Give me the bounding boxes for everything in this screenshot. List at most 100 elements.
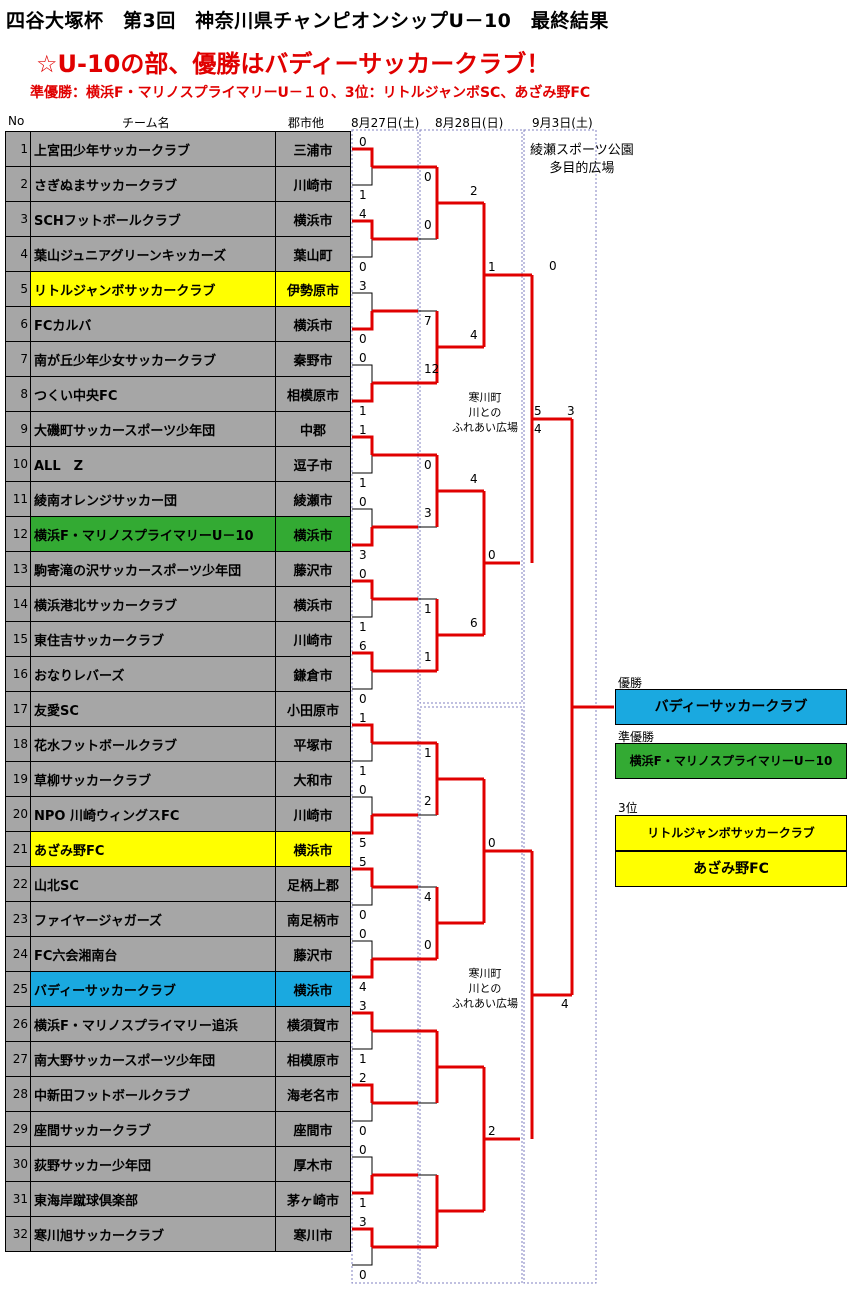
r1-score: 1 — [359, 404, 367, 418]
r1-line — [352, 1247, 373, 1266]
venue-lower-line1: 寒川町 — [468, 967, 502, 980]
header-day3: 9月3日(土) — [532, 116, 593, 130]
team-number: 19 — [5, 761, 31, 797]
team-name: 横浜港北サッカークラブ — [30, 586, 276, 622]
r1-line — [352, 292, 373, 311]
r1-score: 0 — [359, 332, 367, 346]
r1-score: 1 — [359, 764, 367, 778]
team-name: さぎぬまサッカークラブ — [30, 166, 276, 202]
r1-line — [352, 815, 374, 835]
team-city: 鎌倉市 — [275, 656, 351, 692]
team-number: 4 — [5, 236, 31, 272]
r1-line — [352, 651, 374, 671]
team-number: 24 — [5, 936, 31, 972]
team-name: 横浜F・マリノスプライマリーU－10 — [30, 516, 276, 552]
r1-line — [352, 579, 374, 599]
r1-score: 5 — [359, 855, 367, 869]
r2-score: 1 — [424, 650, 432, 664]
r1-line — [352, 435, 374, 455]
r1-line — [352, 167, 373, 186]
sf-score: 2 — [488, 1124, 496, 1138]
r1-line — [352, 147, 374, 167]
header-day2: 8月28日(日) — [435, 116, 504, 130]
team-city: 横浜市 — [275, 831, 351, 867]
r2-score: 4 — [424, 890, 432, 904]
header-team: チーム名 — [122, 116, 170, 130]
r1-line — [352, 219, 374, 239]
r1-score: 3 — [359, 548, 367, 562]
team-number: 18 — [5, 726, 31, 762]
r2-score: 0 — [424, 938, 432, 952]
r1-score: 0 — [359, 783, 367, 797]
team-city: 横浜市 — [275, 201, 351, 237]
r1-line — [352, 311, 374, 331]
team-name: バディーサッカークラブ — [30, 971, 276, 1007]
r1-score: 1 — [359, 1196, 367, 1210]
team-number: 27 — [5, 1041, 31, 1077]
team-name: ファイヤージャガーズ — [30, 901, 276, 937]
r1-score: 0 — [359, 495, 367, 509]
team-number: 1 — [5, 131, 31, 167]
r1-line — [352, 364, 373, 383]
third-box-1: リトルジャンボサッカークラブ — [615, 815, 847, 851]
r1-line — [352, 940, 373, 959]
team-name: SCHフットボールクラブ — [30, 201, 276, 237]
venue-upper-line2: 川との — [468, 406, 502, 419]
team-city: 南足柄市 — [275, 901, 351, 937]
team-name: 葉山ジュニアグリーンキッカーズ — [30, 236, 276, 272]
r2-score: 0 — [424, 218, 432, 232]
r2-score: 12 — [424, 362, 440, 376]
r1-score: 1 — [359, 711, 367, 725]
team-city: 茅ヶ崎市 — [275, 1181, 351, 1217]
team-name: 東海岸蹴球倶楽部 — [30, 1181, 276, 1217]
qf-score: 6 — [470, 616, 478, 630]
team-city: 横浜市 — [275, 516, 351, 552]
venue-upper-line1: 寒川町 — [468, 391, 502, 404]
venue-frame — [419, 129, 523, 704]
r1-score: 0 — [359, 1143, 367, 1157]
r1-score: 1 — [359, 476, 367, 490]
team-name: 南が丘少年少女サッカークラブ — [30, 341, 276, 377]
team-city: 厚木市 — [275, 1146, 351, 1182]
team-number: 21 — [5, 831, 31, 867]
team-city: 相模原市 — [275, 1041, 351, 1077]
r1-score: 1 — [359, 423, 367, 437]
team-number: 20 — [5, 796, 31, 832]
header-day1: 8月27日(土) — [351, 116, 420, 130]
venue-frame — [351, 129, 419, 1284]
runner-up-box: 横浜F・マリノスプライマリーU－10 — [615, 743, 847, 779]
team-name: つくい中央FC — [30, 376, 276, 412]
team-city: 相模原市 — [275, 376, 351, 412]
r1-score: 5 — [359, 836, 367, 850]
r1-score: 0 — [359, 135, 367, 149]
r1-line — [352, 671, 373, 690]
team-name: ALL Z — [30, 446, 276, 482]
sf-score: 0 — [488, 836, 496, 850]
team-name: 寒川旭サッカークラブ — [30, 1216, 276, 1252]
r2-score: 0 — [424, 458, 432, 472]
r1-line — [352, 1227, 374, 1247]
r1-score: 1 — [359, 1052, 367, 1066]
r1-line — [352, 1175, 374, 1195]
team-city: 藤沢市 — [275, 936, 351, 972]
r1-line — [352, 1031, 373, 1050]
team-name: 座間サッカークラブ — [30, 1111, 276, 1147]
page-title: 四谷大塚杯 第3回 神奈川県チャンピオンシップU－10 最終結果 — [6, 10, 609, 32]
header-city: 郡市他 — [288, 116, 325, 130]
r1-score: 4 — [359, 980, 367, 994]
r1-score: 3 — [359, 279, 367, 293]
